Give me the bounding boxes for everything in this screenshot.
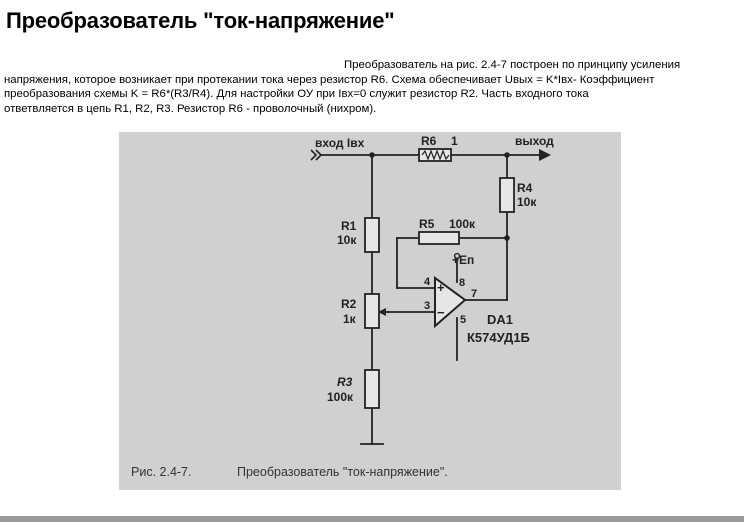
r2-value: 1к bbox=[343, 312, 357, 326]
supply-terminal bbox=[453, 252, 461, 260]
paragraph-line: ответвляется в цепь R1, R2, R3. Резистор… bbox=[4, 102, 377, 115]
r5-value: 100к bbox=[449, 217, 476, 231]
resistor-r1 bbox=[364, 217, 380, 253]
pin-4: 4 bbox=[424, 276, 431, 288]
r1-label: R1 bbox=[341, 219, 357, 233]
r2-wiper-arrow bbox=[378, 308, 386, 316]
r6-label: R6 bbox=[421, 134, 437, 148]
resistor-r4 bbox=[499, 177, 515, 213]
junction-dot bbox=[504, 235, 510, 241]
resistor-r3 bbox=[364, 369, 380, 409]
r3-value: 100к bbox=[327, 390, 354, 404]
description-paragraph: Преобразователь на рис. 2.4-7 построен п… bbox=[4, 58, 742, 116]
r4-value: 10к bbox=[517, 195, 537, 209]
input-arrow bbox=[310, 149, 318, 161]
circuit-figure: вход Iвх выход R6 1 R4 10к R1 10к R5 100… bbox=[119, 132, 621, 490]
pin-7: 7 bbox=[471, 288, 477, 300]
output-label: выход bbox=[515, 134, 554, 148]
r4-label: R4 bbox=[517, 181, 533, 195]
circuit-schematic: вход Iвх выход R6 1 R4 10к R1 10к R5 100… bbox=[131, 134, 554, 479]
page-title: Преобразователь "ток-напряжение" bbox=[6, 8, 395, 33]
figure-caption-number: Рис. 2.4-7. bbox=[131, 465, 191, 479]
pin-8: 8 bbox=[459, 277, 465, 289]
ic-part: К574УД1Б bbox=[467, 330, 530, 345]
figure-caption-text: Преобразователь "ток-напряжение". bbox=[237, 465, 448, 479]
opamp-da1 bbox=[434, 276, 467, 329]
r6-winding-mark bbox=[421, 149, 450, 161]
resistor-r2 bbox=[364, 293, 380, 329]
supply-label: +Eп bbox=[452, 253, 474, 267]
resistor-r5 bbox=[418, 231, 460, 245]
opamp-plus-sign: + bbox=[437, 280, 445, 295]
paragraph-line: преобразования схемы K = R6*(R3/R4). Для… bbox=[4, 88, 589, 100]
bottom-bar bbox=[0, 516, 744, 522]
paragraph-line: напряжения, которое возникает при протек… bbox=[4, 73, 655, 86]
r5-label: R5 bbox=[419, 217, 435, 231]
paragraph-line: Преобразователь на рис. 2.4-7 построен п… bbox=[344, 59, 681, 71]
r6-pin: 1 bbox=[451, 134, 458, 148]
junction-dot bbox=[369, 152, 375, 158]
r1-value: 10к bbox=[337, 233, 357, 247]
r3-label: R3 bbox=[337, 375, 353, 389]
output-arrow bbox=[539, 149, 551, 161]
input-arrow bbox=[315, 149, 323, 161]
junction-dot bbox=[504, 152, 510, 158]
r2-label: R2 bbox=[341, 297, 357, 311]
pin-3: 3 bbox=[424, 300, 430, 312]
ic-name: DA1 bbox=[487, 312, 513, 327]
input-label: вход Iвх bbox=[315, 136, 365, 150]
pin-5: 5 bbox=[460, 314, 466, 326]
opamp-minus-sign: − bbox=[437, 305, 445, 320]
